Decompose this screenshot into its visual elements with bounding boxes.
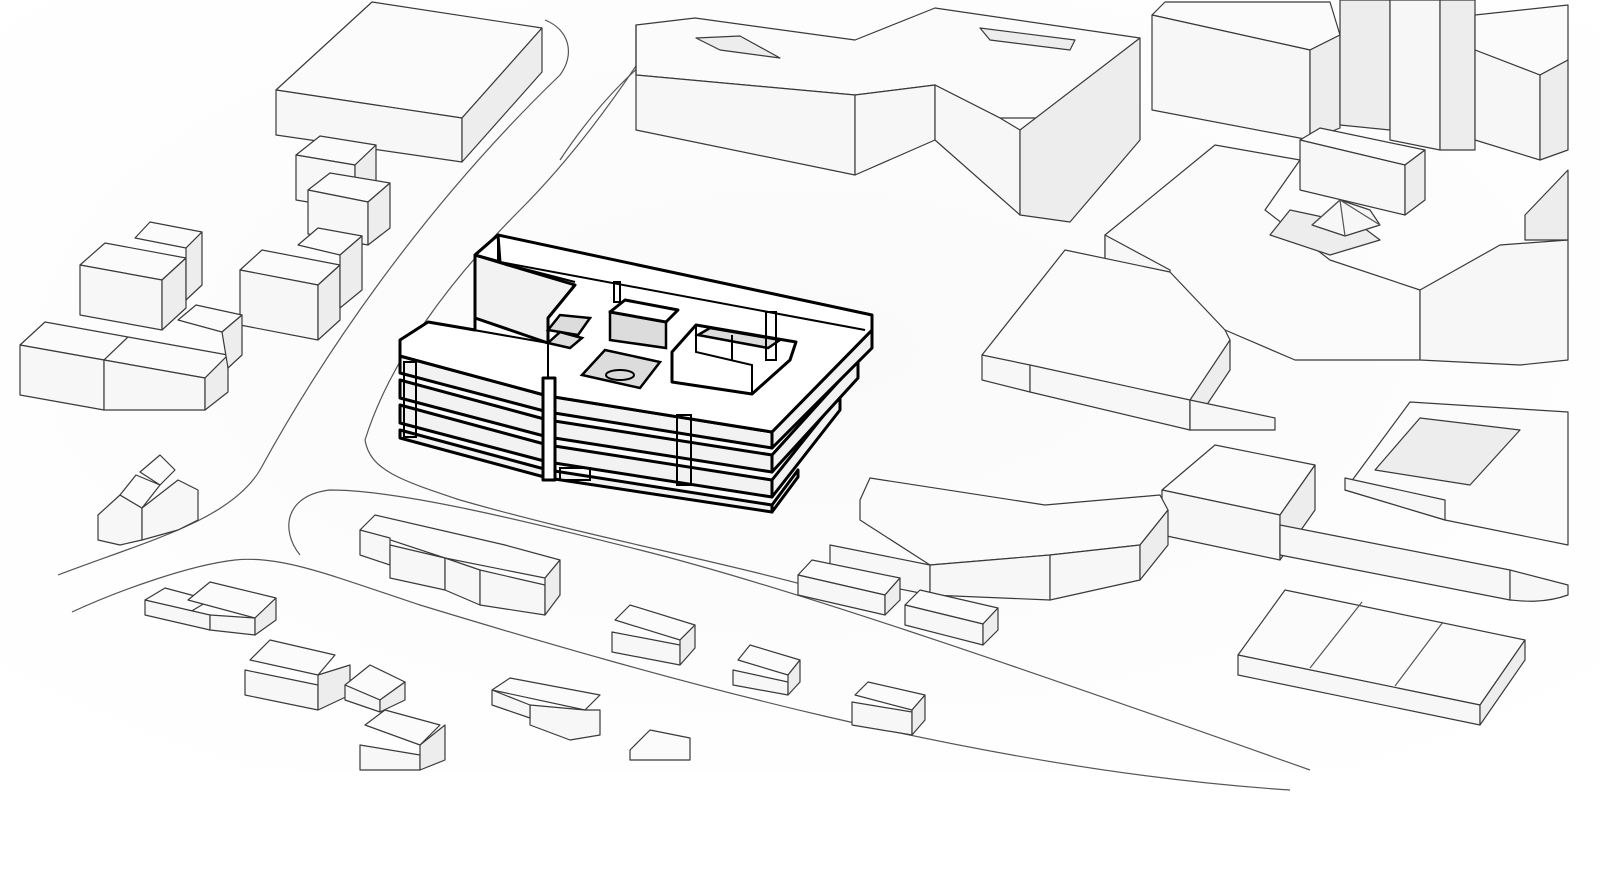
core-column-front	[541, 376, 557, 482]
context-buildings-east	[797, 249, 1569, 726]
courtyard-void-3	[579, 348, 663, 390]
courtyard-voids	[545, 298, 798, 396]
road-edge-west-inner	[364, 59, 641, 441]
core-column-right	[676, 414, 692, 486]
context-buildings-south	[144, 514, 926, 771]
highlighted-building	[398, 233, 874, 514]
road-edge-south-3	[364, 439, 861, 601]
road-edge-south-2	[288, 489, 1311, 771]
floor-plate-level-2	[398, 393, 842, 499]
core-column-left	[403, 361, 417, 438]
floor-plate-level-3	[398, 358, 860, 474]
context-buildings-northeast	[1104, 0, 1569, 366]
context-buildings-west	[19, 1, 543, 546]
vertical-circulation-cores	[403, 281, 777, 486]
road-edge-south-1	[71, 558, 1291, 791]
context-buildings-north	[635, 7, 1141, 223]
floor-plate-level-4	[398, 328, 874, 450]
